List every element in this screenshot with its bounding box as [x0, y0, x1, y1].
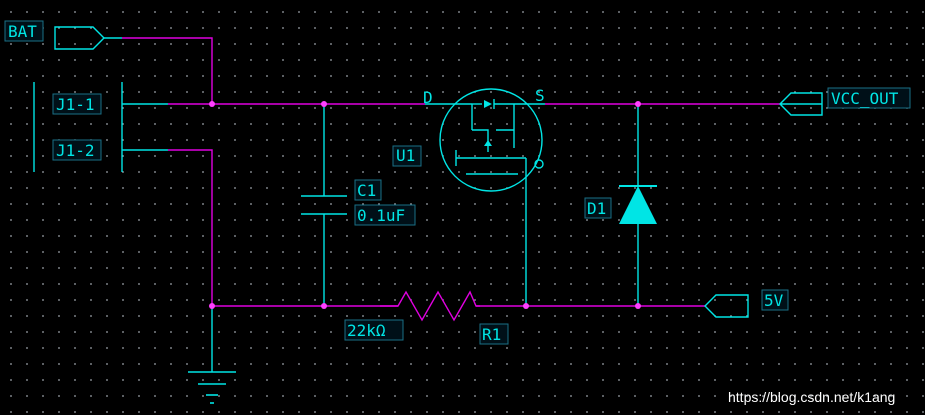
d1-ref-label: D1 [587, 199, 606, 218]
junction-dot [209, 101, 215, 107]
junction-dot [321, 303, 327, 309]
u1-source-label: S [535, 86, 545, 105]
junction-dot [209, 303, 215, 309]
capacitor-c1[interactable]: C1 0.1uF [301, 179, 416, 226]
diode-d1[interactable]: D1 [584, 185, 657, 224]
junction-dot [523, 303, 529, 309]
leads [122, 103, 639, 372]
junction-dot [635, 101, 641, 107]
5v-label: 5V [764, 291, 784, 310]
j1-pin2-label: J1-2 [56, 141, 95, 160]
j1-connector[interactable]: J1-1 J1-2 [33, 82, 123, 172]
j1-pin1-label: J1-1 [56, 95, 95, 114]
wire-bat [122, 37, 213, 104]
bat-port[interactable]: BAT [4, 20, 122, 50]
junction-dot [635, 303, 641, 309]
5v-port[interactable]: 5V [704, 289, 789, 318]
junction-dots [209, 101, 641, 309]
vcc-out-port[interactable]: VCC_OUT [779, 87, 911, 116]
bat-label: BAT [8, 22, 37, 41]
wire-j1-2-return [168, 149, 213, 306]
mosfet-u1[interactable]: D S [423, 86, 545, 192]
vcc-out-label: VCC_OUT [831, 89, 899, 108]
watermark-text: https://blog.csdn.net/k1ang [728, 389, 895, 405]
u1-ref-label: U1 [396, 146, 415, 165]
resistor-r1[interactable]: 22kΩ R1 [344, 290, 509, 345]
r1-value-label: 22kΩ [347, 321, 386, 340]
u1-drain-label: D [423, 88, 433, 107]
r1-ref-label: R1 [482, 325, 501, 344]
c1-value-label: 0.1uF [357, 206, 405, 225]
ground-icon [188, 371, 236, 404]
junction-dot [321, 101, 327, 107]
c1-ref-label: C1 [357, 181, 376, 200]
